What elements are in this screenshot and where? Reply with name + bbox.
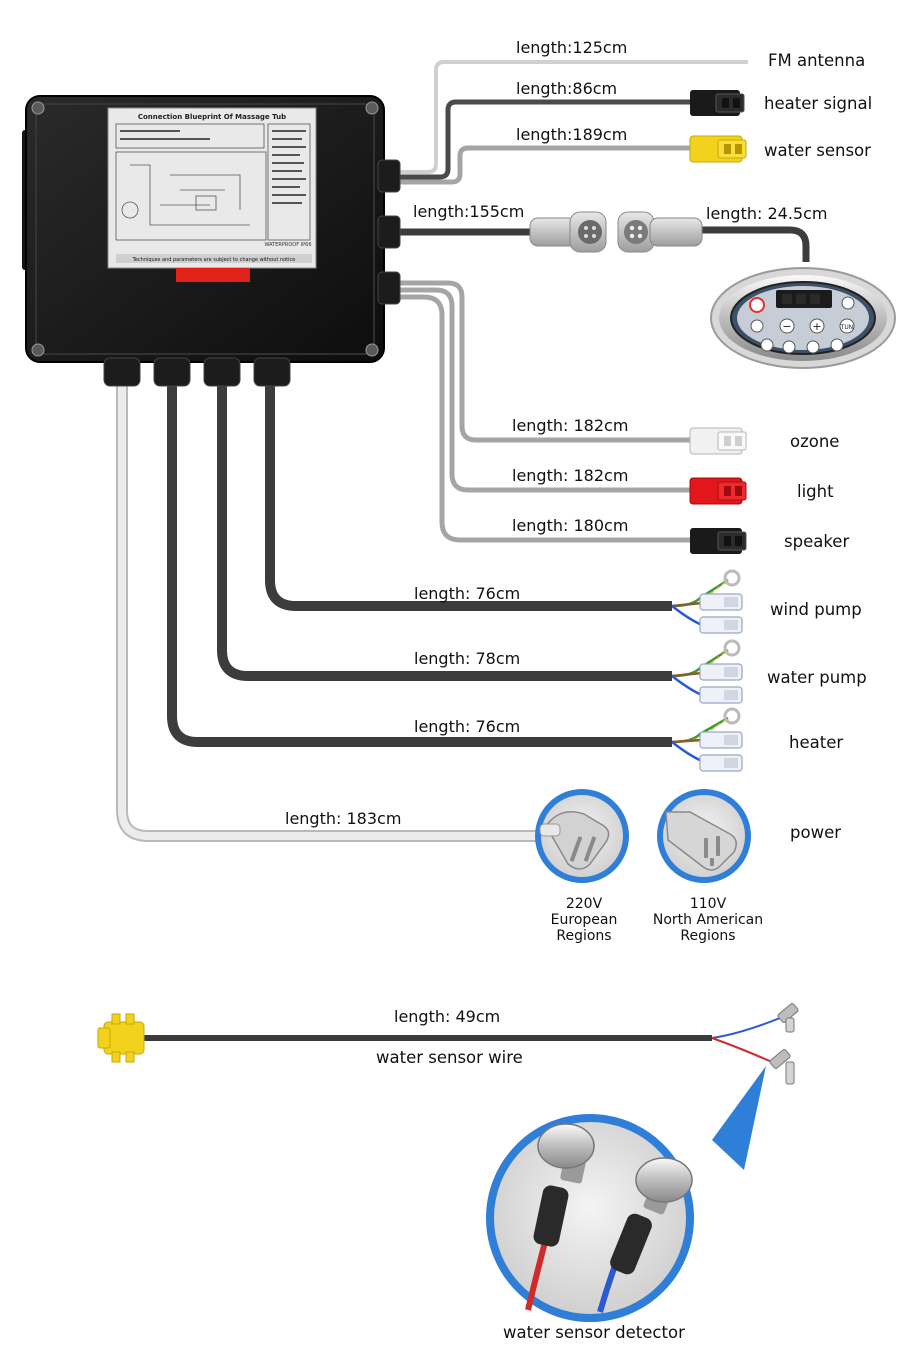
svg-text:+: +: [812, 320, 821, 333]
cable-panel-short: [700, 226, 810, 262]
wind-pump-terminals: [671, 569, 743, 634]
sensor-wire-yellow-plug: [97, 1013, 145, 1063]
us-region-line2: Regions: [680, 928, 736, 944]
eu-region-line1: European: [550, 912, 618, 928]
control-box: Connection Blueprint Of Massage Tub WATE…: [22, 95, 401, 387]
heater-terminals: [671, 707, 743, 772]
label-speaker: speaker: [784, 532, 850, 551]
panel-tun-button: TUN: [840, 324, 854, 331]
cable-heater-signal: [400, 99, 692, 180]
length-power: length: 183cm: [285, 809, 402, 828]
length-fm-antenna: length:125cm: [516, 38, 628, 57]
label-sensor-wire: water sensor wire: [376, 1048, 523, 1067]
sensor-detector-callout: [486, 1066, 766, 1322]
length-water-sensor: length:189cm: [516, 125, 628, 144]
length-water-pump: length: 78cm: [414, 649, 521, 668]
waterproof-label: WATERPROOF IP66: [264, 242, 311, 248]
label-us-region: 110V North American Regions: [643, 896, 773, 944]
label-heater: heater: [789, 733, 844, 752]
label-water-pump: water pump: [767, 668, 867, 687]
cable-heater: [167, 380, 672, 747]
length-speaker: length: 180cm: [512, 516, 629, 535]
label-heater-signal: heater signal: [764, 94, 873, 113]
length-panel-short: length: 24.5cm: [706, 204, 828, 223]
length-ozone: length: 182cm: [512, 416, 629, 435]
us-plug-circle: [657, 789, 751, 883]
panel-connector-female: [529, 211, 607, 253]
sensor-wire-leads: [711, 1003, 799, 1085]
length-sensor-wire: length: 49cm: [394, 1007, 501, 1026]
sticker-title: Connection Blueprint Of Massage Tub: [138, 113, 286, 121]
cable-speaker: [398, 294, 692, 543]
us-region-line1: North American: [652, 912, 764, 928]
light-connector: [689, 477, 747, 505]
water-pump-terminals: [671, 639, 743, 704]
us-voltage: 110V: [689, 896, 727, 912]
length-heater-signal: length:86cm: [516, 79, 618, 98]
label-water-sensor: water sensor: [764, 141, 871, 160]
water-sensor-connector: [689, 135, 747, 163]
label-light: light: [797, 482, 834, 501]
length-light: length: 182cm: [512, 466, 629, 485]
cable-ozone: [398, 280, 692, 443]
svg-text:−: −: [782, 320, 791, 333]
speaker-connector: [690, 528, 747, 554]
label-ozone: ozone: [790, 432, 840, 451]
heater-signal-connector: [690, 90, 745, 116]
length-panel-main: length:155cm: [413, 202, 525, 221]
panel-connector-male: [617, 211, 703, 253]
cables: [116, 60, 810, 1041]
length-wind-pump: length: 76cm: [414, 584, 521, 603]
sticker-note: Techniques and parameters are subject to…: [132, 257, 296, 263]
label-fm-antenna: FM antenna: [768, 51, 866, 70]
label-wind-pump: wind pump: [770, 600, 862, 619]
cable-water-pump: [217, 380, 672, 681]
cable-wind-pump: [265, 380, 672, 611]
eu-voltage: 220V: [565, 896, 603, 912]
label-sensor-detector: water sensor detector: [503, 1323, 685, 1342]
eu-plug-circle: [535, 789, 629, 883]
eu-region-line2: Regions: [556, 928, 612, 944]
ozone-connector: [689, 427, 747, 455]
cable-fm-antenna: [400, 60, 748, 174]
label-eu-region: 220V European Regions: [519, 896, 649, 944]
cable-water-sensor: [400, 145, 692, 185]
length-heater: length: 76cm: [414, 717, 521, 736]
cable-light: [398, 287, 692, 493]
spa-control-panel: − + TUN: [710, 267, 896, 369]
label-power: power: [790, 823, 841, 842]
